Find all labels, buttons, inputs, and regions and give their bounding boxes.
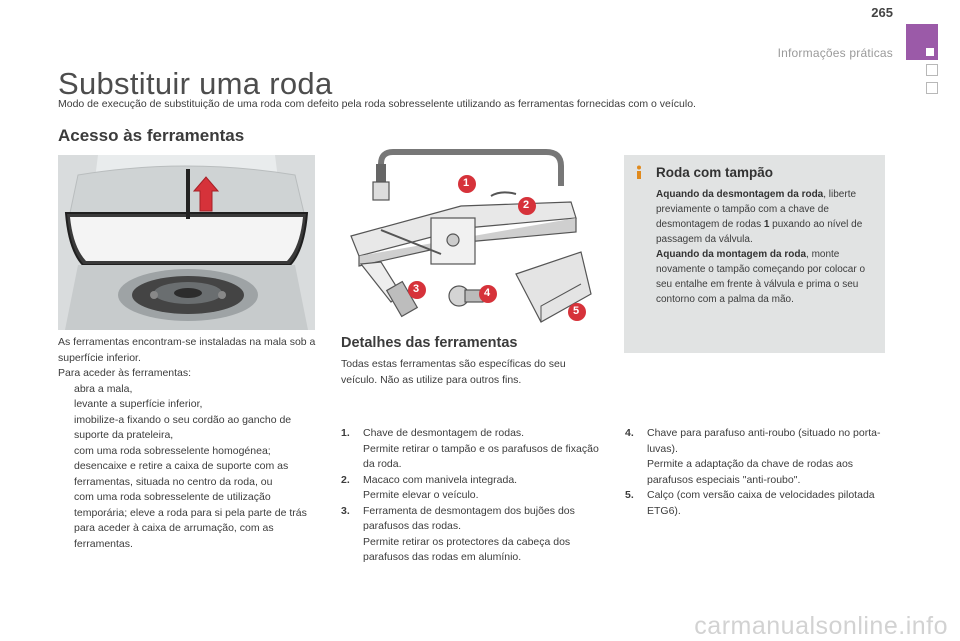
watermark: carmanualsonline.info	[694, 612, 948, 640]
list-item: levante a superfície inferior,	[58, 397, 320, 413]
intro-text: Modo de execução de substituição de uma …	[58, 98, 696, 110]
list-item: 5.Calço (com versão caixa de velocidades…	[625, 489, 875, 517]
callout-4: 4	[484, 287, 491, 299]
heading-detalhes: Detalhes das ferramentas	[341, 335, 518, 351]
list-item: 3.Ferramenta de desmontagem dos bujões d…	[341, 504, 575, 564]
bullet-icon	[58, 397, 74, 413]
info-box: Roda com tampão Aquando da desmontagem d…	[624, 155, 885, 353]
list-item: imobilize-a fixando o seu cordão ao ganc…	[58, 413, 320, 444]
access-line: As ferramentas encontram-se instaladas n…	[58, 336, 316, 364]
tools-list-left: 1.Chave de desmontagem de rodas. Permite…	[341, 426, 609, 566]
list-item: 1.Chave de desmontagem de rodas. Permite…	[341, 427, 599, 470]
chapter-tab-empty[interactable]	[926, 64, 938, 76]
list-item: abra a mala,	[58, 382, 320, 398]
page-title: Substituir uma roda	[58, 66, 333, 101]
trunk-photo	[58, 155, 315, 330]
tools-list-right: 4.Chave para parafuso anti-roubo (situad…	[625, 426, 895, 519]
info-box-body: Aquando da desmontagem da roda, liberte …	[656, 187, 873, 307]
tools-illustration: 1 2 3 4 5	[341, 144, 601, 334]
bullet-icon	[58, 413, 74, 444]
tools-drawing	[350, 149, 592, 323]
bullet-icon	[58, 382, 74, 398]
callout-3: 3	[413, 283, 420, 295]
list-item: 2.Macaco com manivela integrada. Permite…	[341, 473, 518, 502]
info-para-2: Aquando da montagem da roda, monte novam…	[656, 249, 866, 305]
callout-5: 5	[573, 305, 580, 317]
chapter-tab-empty[interactable]	[926, 82, 938, 94]
callout-1: 1	[463, 177, 470, 189]
section-label: Informações práticas	[777, 46, 893, 60]
list-item: 4.Chave para parafuso anti-roubo (situad…	[625, 427, 881, 486]
bullet-icon	[58, 444, 74, 491]
callout-markers	[408, 175, 586, 321]
chapter-tab-active[interactable]	[906, 24, 938, 60]
bullet-icon	[58, 490, 74, 552]
callout-2: 2	[523, 199, 530, 211]
access-line: Para aceder às ferramentas:	[58, 367, 192, 379]
info-para-1: Aquando da desmontagem da roda, liberte …	[656, 189, 863, 245]
page-number: 265	[871, 5, 893, 20]
details-text: Todas estas ferramentas são específicas …	[341, 358, 566, 386]
trunk-illustration	[58, 155, 315, 330]
list-item: com uma roda sobresselente homogénea; de…	[58, 444, 320, 491]
info-icon	[637, 165, 641, 179]
heading-acesso: Acesso às ferramentas	[58, 126, 245, 145]
access-instructions: As ferramentas encontram-se instaladas n…	[58, 335, 320, 552]
info-box-title: Roda com tampão	[656, 165, 774, 180]
list-item: com uma roda sobresselente de utilização…	[58, 490, 320, 552]
